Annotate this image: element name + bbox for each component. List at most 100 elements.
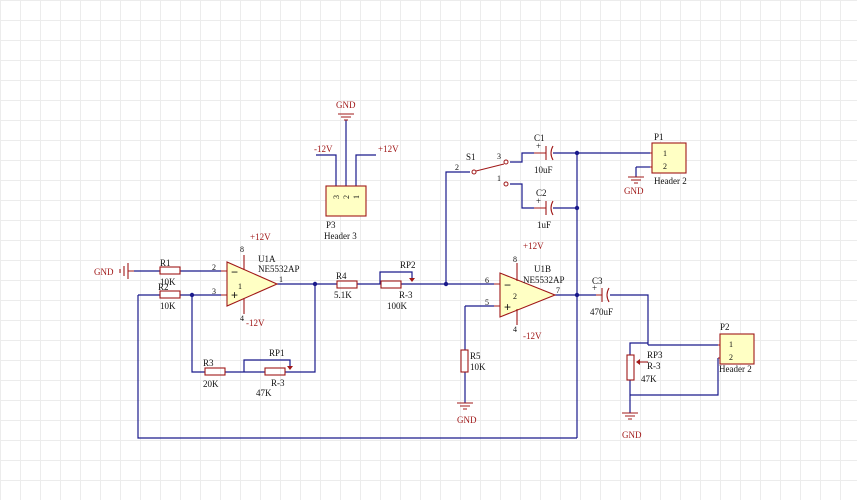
r1-ref: R1: [160, 258, 171, 268]
wire-p3-pos12: [355, 154, 376, 186]
p3-pin-1: 1: [352, 195, 361, 199]
u1a-ref: U1A: [258, 254, 276, 264]
gnd-label-r5: GND: [457, 415, 477, 425]
gnd-label-input: GND: [94, 267, 114, 277]
u1b-model: NE5532AP: [523, 275, 565, 285]
pot-rp1: RP1 R-3 47K: [256, 348, 293, 398]
c3-polarity: +: [592, 283, 597, 293]
r4-value: 5.1K: [334, 290, 352, 300]
capacitor-c2: + C2 1uF: [534, 188, 554, 230]
s1-pin-a: 3: [497, 152, 501, 161]
p2-pin-1: 1: [729, 340, 733, 349]
gnd-label-rp3: GND: [622, 430, 642, 440]
u1a-minus-sign: −: [231, 265, 238, 279]
u1a-model: NE5532AP: [258, 264, 300, 274]
wires: [134, 120, 719, 439]
wire-p3-neg12: [316, 154, 337, 186]
r5-ref: R5: [470, 351, 481, 361]
p2-ref: P2: [720, 322, 730, 332]
u1b-neg12: -12V: [523, 331, 542, 341]
p3-pin-3: 3: [332, 195, 341, 199]
rp2-value: 100K: [387, 301, 408, 311]
u1b-pos12: +12V: [523, 241, 544, 251]
header-p2: 1 2 P2 Header 2: [718, 322, 755, 374]
gnd-symbol-p1: GND: [624, 176, 644, 196]
u1a-plus-sign: +: [231, 288, 238, 302]
resistor-r3: R3 20K: [203, 358, 226, 389]
gnd-symbol-p3: GND: [336, 100, 356, 121]
p3-neg12-label: -12V: [314, 144, 333, 154]
junction-c1: [574, 150, 580, 156]
rp1-ref: RP1: [269, 348, 285, 358]
r3-ref: R3: [203, 358, 214, 368]
resistor-r1: R1 10K: [159, 258, 181, 287]
r2-ref: R2: [158, 282, 169, 292]
gnd-label-p3: GND: [336, 100, 356, 110]
p2-type: Header 2: [719, 364, 752, 374]
c1-value: 10uF: [534, 165, 553, 175]
wire-bottom-feedback: [137, 295, 577, 439]
r4-ref: R4: [336, 271, 347, 281]
gnd-symbol-r5: GND: [457, 402, 477, 425]
rp3-ref: RP3: [647, 350, 663, 360]
capacitor-c3: + C3 470uF: [590, 276, 613, 317]
header-p1: 1 2 P1 Header 2: [650, 132, 687, 186]
c2-ref: C2: [536, 188, 547, 198]
resistor-r4: R4 5.1K: [334, 271, 358, 300]
u1a-inner-pin: 1: [238, 282, 242, 291]
s1-pin-common: 2: [455, 163, 459, 172]
junction-r2-r3: [189, 292, 195, 298]
u1a-neg12: -12V: [246, 318, 265, 328]
u1b-ref: U1B: [534, 264, 551, 274]
r5-value: 10K: [470, 362, 486, 372]
p1-type: Header 2: [654, 176, 687, 186]
rp2-ref: RP2: [400, 260, 416, 270]
resistor-r2: R2 10K: [158, 282, 181, 311]
junction-u1b-out: [574, 292, 580, 298]
pot-rp3: RP3 R-3 47K: [626, 350, 663, 384]
p3-ref: P3: [326, 220, 336, 230]
gnd-symbol-rp3: GND: [622, 412, 642, 440]
pot-rp2: RP2 R-3 100K: [380, 260, 416, 311]
resistor-r5: R5 10K: [460, 349, 486, 373]
wire-rp3-top: [629, 342, 648, 355]
r2-value: 10K: [160, 301, 176, 311]
u1b-pin-noninv: 5: [485, 298, 489, 307]
u1b-plus-sign: +: [504, 300, 511, 314]
r1-value: 10K: [160, 277, 176, 287]
wire-s1-c1: [510, 152, 534, 163]
u1a-pin-out: 1: [279, 275, 283, 284]
rp2-type: R-3: [399, 290, 413, 300]
wire-p2-pin2: [630, 358, 719, 396]
wire-s1-common: [445, 171, 470, 284]
p3-type: Header 3: [324, 231, 357, 241]
p3-pos12-label: +12V: [378, 144, 399, 154]
u1b-pin-inv: 6: [485, 276, 489, 285]
p2-pin-2: 2: [729, 353, 733, 362]
c2-polarity: +: [536, 196, 541, 206]
r3-value: 20K: [203, 379, 219, 389]
junction-u1a-out: [312, 281, 318, 287]
u1a-pin-noninv: 3: [212, 287, 216, 296]
header-p3: 3 2 1 P3 Header 3: [324, 185, 367, 241]
s1-ref: S1: [466, 152, 476, 162]
p1-ref: P1: [654, 132, 664, 142]
u1a-pin-vplus: 8: [240, 245, 244, 254]
u1b-inner-pin: 2: [513, 292, 517, 301]
u1a-pin-vminus: 4: [240, 314, 244, 323]
u1b-pin-vminus: 4: [513, 325, 517, 334]
c1-polarity: +: [536, 141, 541, 151]
wire-rp1-wiper: [243, 359, 291, 372]
wire-r3-left: [191, 295, 205, 373]
gnd-label-p1: GND: [624, 186, 644, 196]
rp1-type: R-3: [271, 378, 285, 388]
u1a-pos12: +12V: [250, 232, 271, 242]
s1-pin-b: 1: [497, 174, 501, 183]
opamp-u1a: − + 2 3 1 8 4 1 U1A NE5532AP +12V -12V: [212, 232, 300, 328]
u1b-pin-out: 7: [556, 286, 560, 295]
switch-s1: S1 2 3 1: [455, 152, 509, 187]
u1a-pin-inv: 2: [212, 263, 216, 272]
rp3-value: 47K: [641, 374, 657, 384]
wire-c3-rp3: [610, 294, 649, 345]
